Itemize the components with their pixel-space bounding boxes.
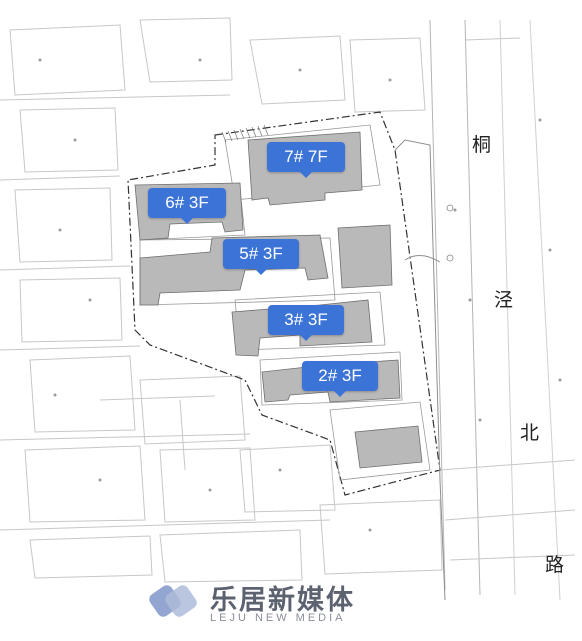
leju-watermark: 乐居新媒体 LEJU NEW MEDIA	[148, 574, 368, 630]
hatch-strip	[221, 124, 269, 143]
road-name-char-2: 泾	[494, 289, 514, 311]
entrance-markers	[446, 204, 454, 262]
site-boundary	[127, 111, 441, 496]
road-edges	[394, 139, 446, 601]
building-1-footprint	[354, 425, 423, 469]
building-east-block	[337, 224, 393, 289]
road-name-char-3: 北	[520, 422, 540, 444]
road-name-char-4: 路	[545, 554, 565, 576]
watermark-brand-en: LEJU NEW MEDIA	[210, 612, 346, 624]
building-label-2: 2# 3F	[302, 361, 378, 397]
leju-logo-icon	[149, 585, 197, 617]
building-label-6: 6# 3F	[148, 188, 226, 224]
surrounding-linework	[0, 17, 576, 601]
road-name-char-1: 桐	[472, 134, 492, 156]
building-label-5: 5# 3F	[223, 239, 299, 275]
building-label-7: 7# 7F	[267, 142, 345, 178]
survey-points	[38, 58, 562, 532]
building-footprints	[134, 131, 423, 469]
building-label-3: 3# 3F	[268, 305, 344, 341]
watermark-brand-cn: 乐居新媒体	[210, 585, 355, 616]
